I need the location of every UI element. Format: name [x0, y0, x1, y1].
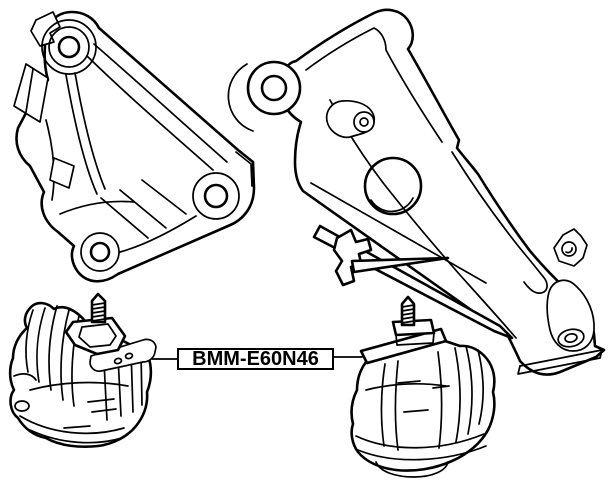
- engine-bracket-front-drawing: [13, 10, 256, 283]
- engine-bracket-rear-drawing: [227, 8, 606, 376]
- engine-mount-right-drawing: [350, 295, 496, 478]
- part-number-label[interactable]: BMM-E60N46: [177, 348, 334, 370]
- engine-mount-left-drawing: [8, 292, 157, 449]
- label-connector-lines: [151, 356, 363, 360]
